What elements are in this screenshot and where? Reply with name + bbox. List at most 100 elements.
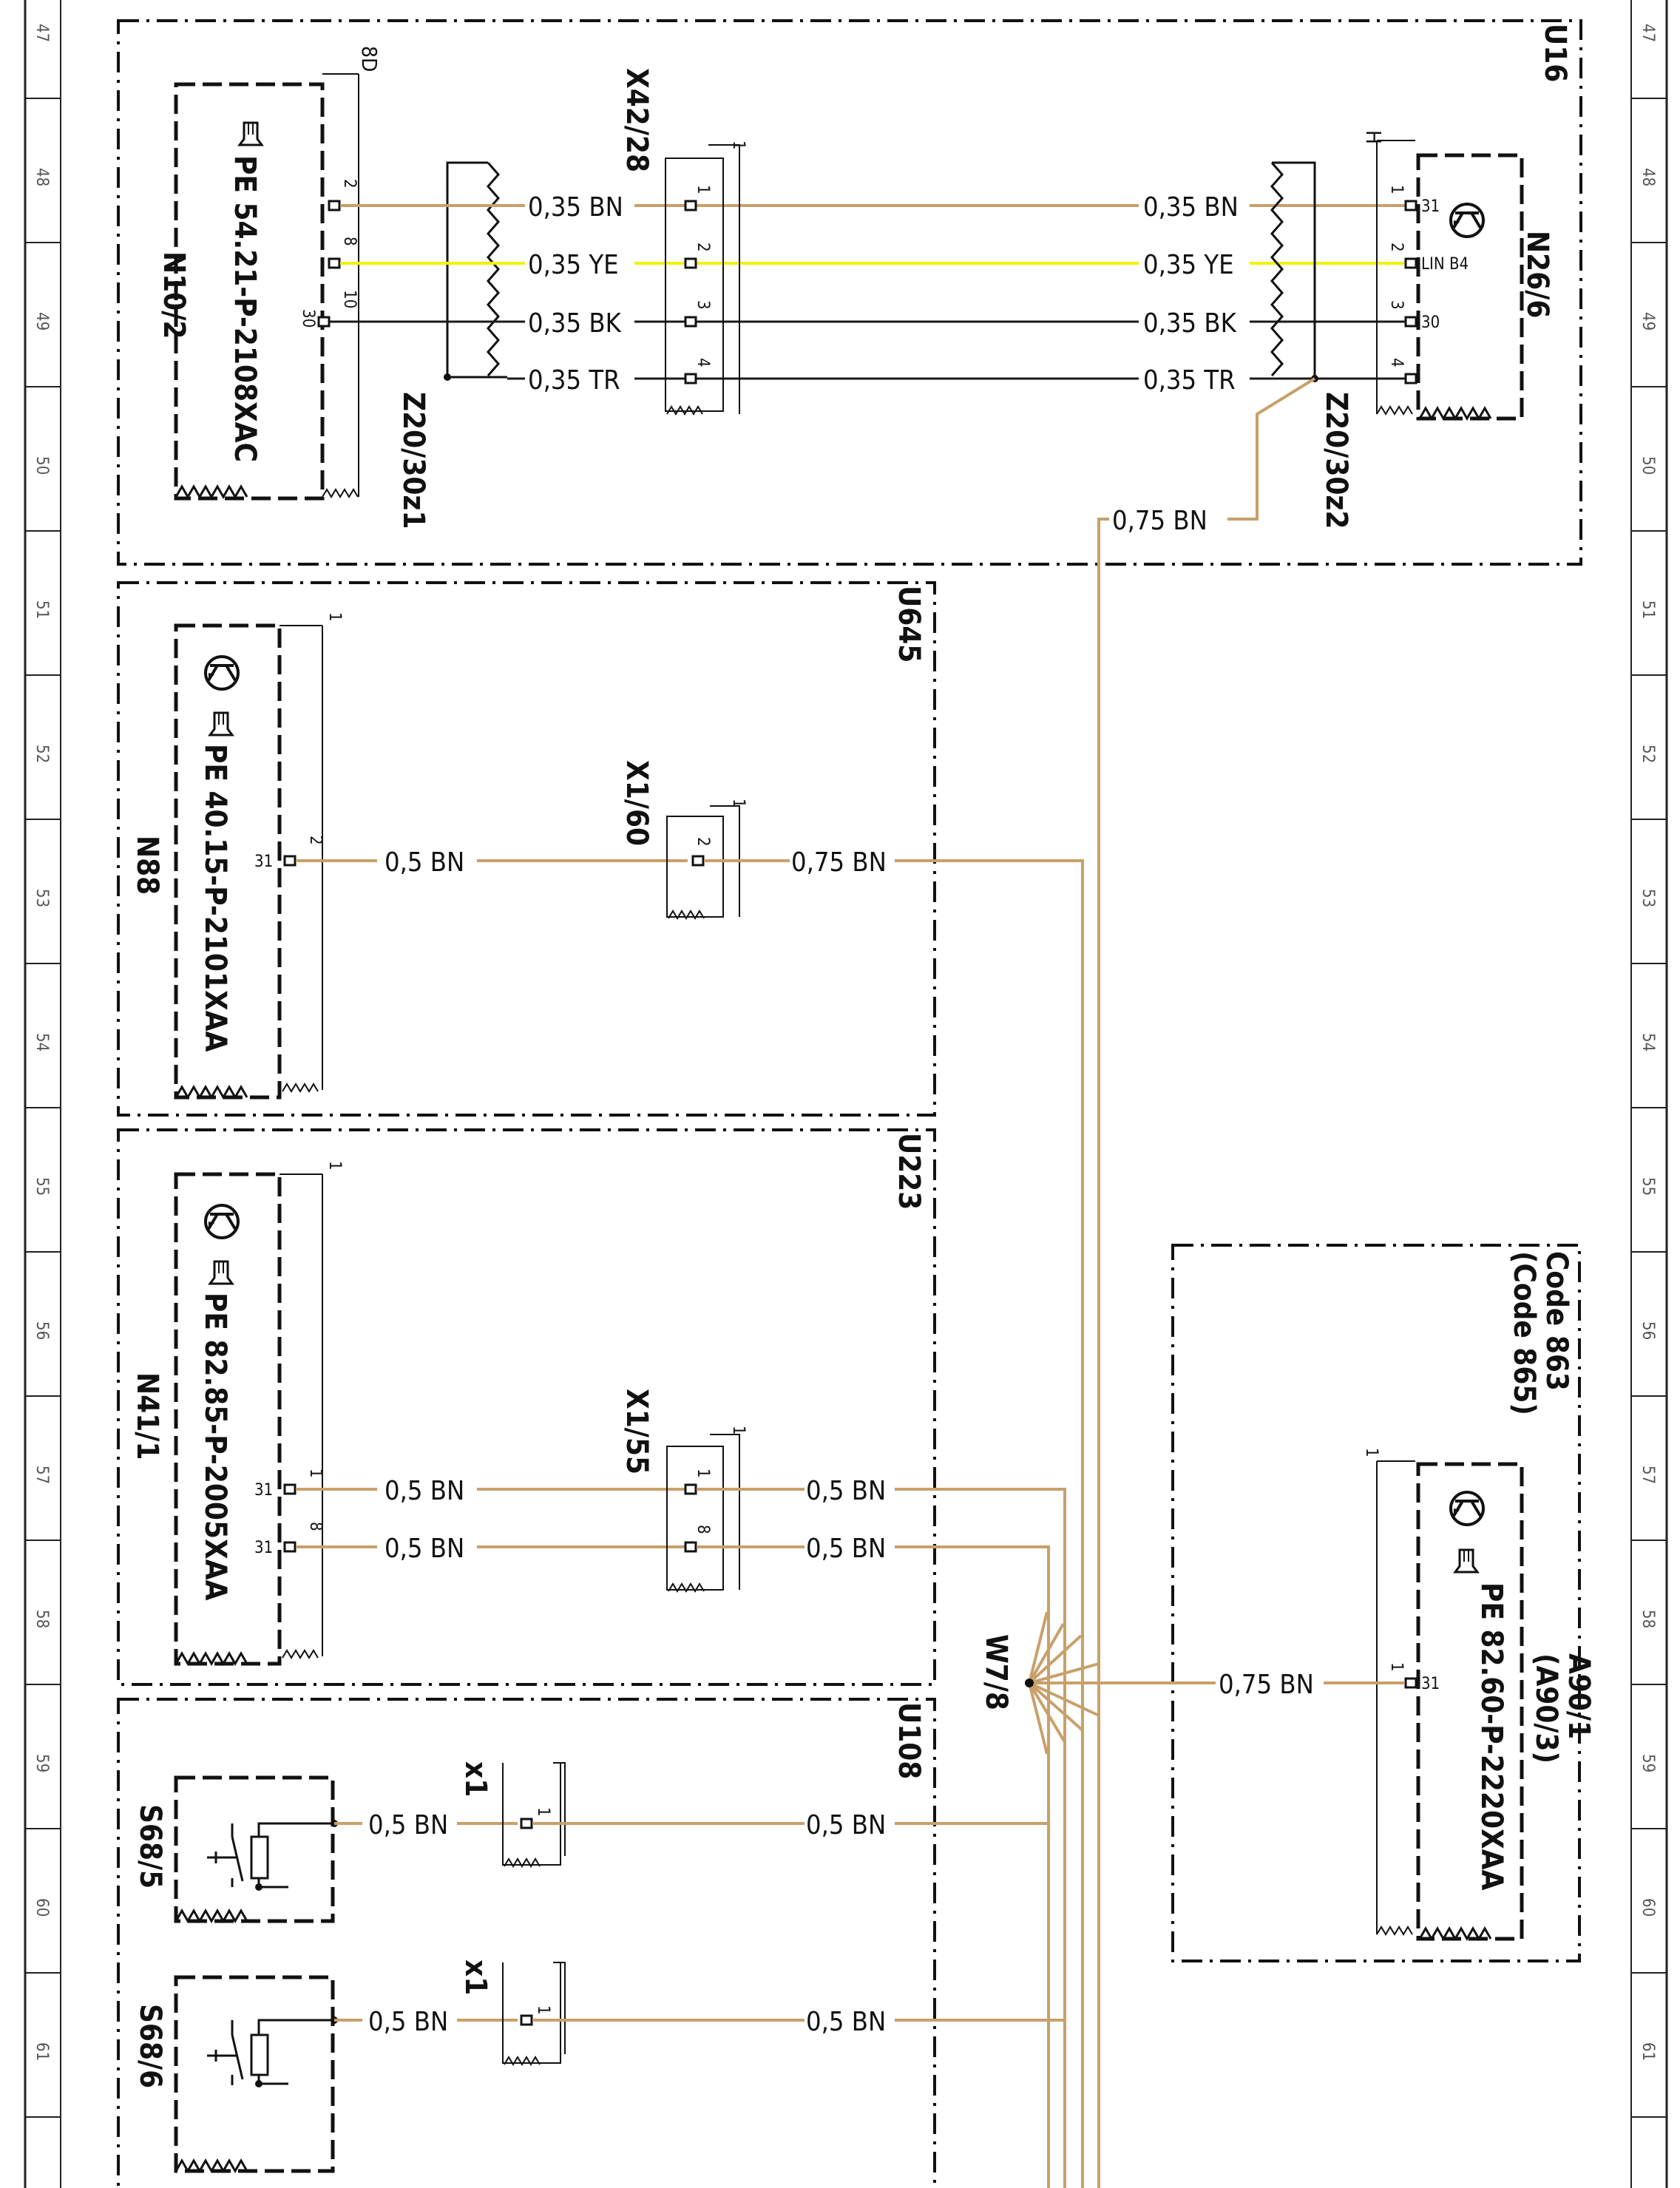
u223-wire-left-1-label: 0,5 BN bbox=[385, 1476, 464, 1506]
s68-5-switch bbox=[207, 1822, 334, 1889]
a90-code: Code 863 bbox=[1540, 1251, 1574, 1391]
n41-1-pin-8: 8 bbox=[306, 1522, 325, 1531]
s68-6-x1-connector bbox=[502, 1962, 566, 2064]
n26-6-ref: N26/6 bbox=[1520, 231, 1554, 318]
n88-corner: 1 bbox=[325, 612, 344, 622]
n10-2-pin-30: 30 bbox=[299, 309, 317, 328]
grid-number: 51 bbox=[33, 600, 51, 619]
a90-connector bbox=[1376, 1460, 1415, 1934]
w7-8-label: W7/8 bbox=[979, 1634, 1013, 1710]
grid-number: 51 bbox=[1639, 600, 1657, 619]
n10-2-connector bbox=[322, 73, 359, 497]
x1-60-ref: X1/60 bbox=[620, 760, 654, 846]
n88-ref: N88 bbox=[130, 836, 164, 895]
x42-28-connector bbox=[665, 144, 740, 414]
s68-6-switch bbox=[207, 2019, 334, 2085]
grid-number: 59 bbox=[33, 1754, 51, 1772]
s68-5-component bbox=[174, 1775, 335, 1923]
z20-30z1-sheath bbox=[446, 161, 507, 379]
u16-right-wire-2: 0,35 YE bbox=[1143, 250, 1234, 280]
z20-30z1-label: Z20/30z1 bbox=[396, 392, 430, 529]
n10-2-component bbox=[174, 82, 325, 501]
n26-6-connector bbox=[1376, 140, 1415, 414]
a90-pin-31: 31 bbox=[1421, 1675, 1440, 1693]
grid-number: 53 bbox=[33, 889, 51, 907]
n41-1-ref: N41/1 bbox=[130, 1372, 164, 1460]
u223-wire-left-2-label: 0,5 BN bbox=[385, 1534, 464, 1564]
u16-left-wire-4: 0,35 TR bbox=[528, 365, 620, 396]
x1-60-corner: 1 bbox=[729, 799, 748, 808]
n26-6-component bbox=[1416, 153, 1524, 421]
a90-wire-label: 0,75 BN bbox=[1219, 1670, 1314, 1700]
u223-wire-right-1-label: 0,5 BN bbox=[806, 1476, 886, 1506]
grid-number: 55 bbox=[33, 1177, 51, 1196]
x42-28-pin-4: 4 bbox=[694, 358, 712, 368]
x42-28-ref: X42/28 bbox=[620, 68, 654, 172]
grid-number: 48 bbox=[33, 168, 51, 186]
n88-connector bbox=[280, 625, 323, 1090]
x42-28-pin-3: 3 bbox=[694, 300, 712, 310]
n88-pin-31: 31 bbox=[254, 853, 273, 871]
n26-6-pin-label-31: 31 bbox=[1421, 197, 1440, 216]
u223-label: U223 bbox=[892, 1133, 926, 1210]
grid-number: 53 bbox=[1639, 889, 1657, 907]
a90-pin-1: 1 bbox=[1387, 1662, 1406, 1672]
a90-ref-2: (A90/3) bbox=[1529, 1653, 1563, 1764]
x1-55-pin-8: 8 bbox=[694, 1525, 712, 1534]
grid-number: 57 bbox=[1639, 1466, 1657, 1484]
n88-component bbox=[174, 623, 282, 1100]
n88-pe: PE 40.15-P-2101XAA bbox=[198, 744, 232, 1052]
n10-2-pe: PE 54.21-P-2108XAC bbox=[228, 155, 262, 462]
u223-wire-right-1 bbox=[697, 1488, 1066, 2188]
z20-30z2-label: Z20/30z2 bbox=[1319, 392, 1353, 529]
x1-60-connector bbox=[666, 805, 740, 918]
z20-30z2-sheath bbox=[1272, 161, 1316, 379]
s68-6-x1: x1 bbox=[458, 1960, 492, 1995]
a90-pe: PE 82.60-P-2220XAA bbox=[1474, 1582, 1508, 1891]
s68-5-ref: S68/5 bbox=[133, 1804, 167, 1889]
n26-6-pin-2: 2 bbox=[1387, 243, 1406, 252]
n26-6-pin-4: 4 bbox=[1387, 358, 1406, 368]
u645-wire-left-label: 0,5 BN bbox=[385, 847, 464, 878]
u645-wire-right-label: 0,75 BN bbox=[791, 847, 887, 878]
u16-left-wire-1: 0,35 BN bbox=[528, 192, 623, 223]
n41-1-pin-1: 1 bbox=[306, 1469, 325, 1478]
grid-number: 57 bbox=[33, 1466, 51, 1484]
s68-5-x1-connector bbox=[502, 1762, 566, 1866]
grid-number: 58 bbox=[33, 1610, 51, 1628]
a90-corner: 1 bbox=[1362, 1448, 1381, 1457]
u16-left-wire-2: 0,35 YE bbox=[528, 250, 619, 280]
s68-6-wire-left-label: 0,5 BN bbox=[368, 2007, 448, 2037]
u16-left-wire-3: 0,35 BK bbox=[528, 308, 622, 339]
u108-boundary bbox=[117, 1698, 936, 2188]
s68-5-pin: 1 bbox=[534, 1807, 552, 1817]
grid-number: 55 bbox=[1639, 1177, 1657, 1196]
s68-5-wire-right-label: 0,5 BN bbox=[806, 1810, 886, 1840]
grid-number: 52 bbox=[33, 745, 51, 763]
grid-number: 60 bbox=[1639, 1898, 1657, 1917]
a90-component bbox=[1416, 1462, 1524, 1941]
n26-6-pin-label-30: 30 bbox=[1421, 314, 1440, 332]
u16-drop-wire bbox=[1097, 377, 1316, 2188]
grid-number: 56 bbox=[1639, 1321, 1657, 1340]
grid-number: 60 bbox=[33, 1898, 51, 1917]
s68-5-wire-left-label: 0,5 BN bbox=[368, 1810, 448, 1840]
grid-number: 58 bbox=[1639, 1610, 1657, 1628]
n41-1-pe: PE 82.85-P-2005XAA bbox=[198, 1293, 232, 1601]
x42-28-corner: 1 bbox=[729, 140, 748, 150]
u16-right-wire-4: 0,35 TR bbox=[1143, 365, 1236, 396]
u16-boundary bbox=[117, 19, 1582, 566]
x1-55-connector bbox=[666, 1434, 740, 1591]
grid-number: 47 bbox=[33, 24, 51, 42]
u645-boundary bbox=[117, 581, 936, 1117]
grid-number: 54 bbox=[1639, 1033, 1657, 1051]
u223-boundary bbox=[117, 1128, 936, 1686]
w7-8-splice bbox=[1028, 1611, 1117, 1755]
u16-right-wire-3: 0,35 BK bbox=[1143, 308, 1237, 339]
grid-number: 56 bbox=[33, 1321, 51, 1340]
x1-60-pin: 2 bbox=[694, 837, 712, 847]
n10-2-pin-8: 8 bbox=[340, 237, 359, 246]
s68-6-component bbox=[174, 1975, 335, 2173]
